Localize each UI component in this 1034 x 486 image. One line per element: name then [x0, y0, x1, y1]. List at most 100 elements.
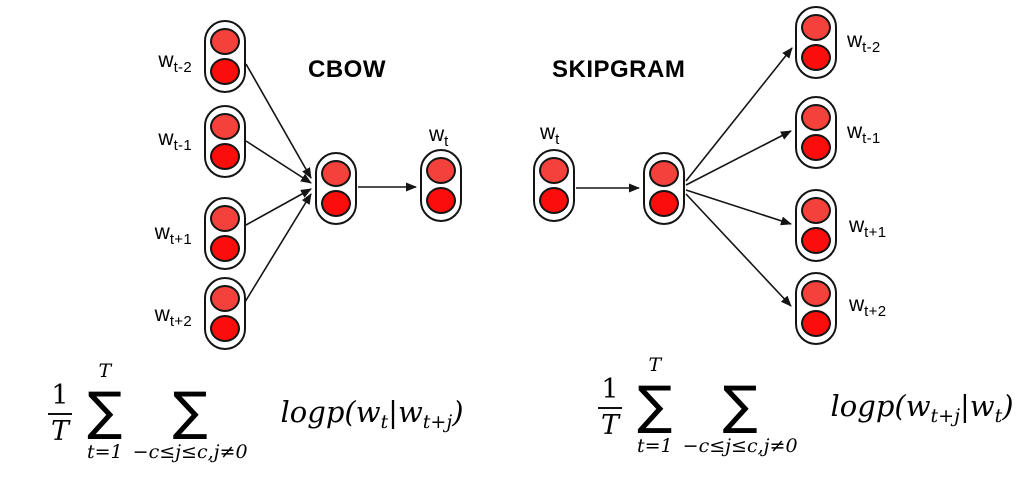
neuron-circle-top — [210, 28, 240, 55]
skipgram-output-capsule-4 — [795, 272, 837, 345]
skipgram-output-capsule-2 — [795, 96, 837, 169]
label-sub: t+2 — [169, 313, 192, 330]
arrow-line — [245, 188, 312, 226]
expr-subscript: t+j — [422, 411, 453, 433]
cbow-input-label-1: wt-2 — [132, 50, 192, 75]
sigma-symbol: ∑ — [722, 376, 758, 436]
neuron-circle-top — [210, 205, 240, 232]
neuron-circle-top — [210, 285, 240, 312]
neuron-circle-bottom — [210, 58, 240, 85]
fraction: 1 T — [48, 379, 72, 447]
arrow-line — [245, 140, 312, 184]
arrow-line — [685, 47, 793, 182]
label-sub: t — [444, 133, 449, 150]
fraction-denominator: T — [600, 410, 619, 441]
neuron-circle-bottom — [801, 44, 831, 71]
log-probability-expression: logp(wt|wt+j) — [281, 395, 464, 433]
fraction: 1 T — [598, 373, 622, 441]
inner-sum: ∑ −c≤j≤c,j≠0 — [683, 356, 798, 460]
cbow-objective-formula: 1 T T ∑ t=1 ∑ −c≤j≤c,j≠0 logp(wt|wt+j) — [48, 358, 464, 470]
arrow-line — [685, 189, 792, 226]
skipgram-output-capsule-3 — [795, 189, 837, 262]
fraction-bar — [48, 413, 72, 415]
neuron-circle-bottom — [426, 187, 456, 214]
neuron-circle-bottom — [210, 235, 240, 262]
label-sub: t+1 — [169, 231, 192, 248]
sum-lower-limit: t=1 — [637, 435, 673, 457]
skipgram-output-label-2: wt-1 — [847, 121, 881, 146]
label-sub: t — [555, 131, 560, 148]
cbow-input-capsule-2 — [204, 105, 246, 178]
expr-text: ) — [452, 395, 464, 429]
label-sub: t-1 — [173, 137, 192, 154]
sigma-symbol: ∑ — [172, 382, 208, 442]
label-sub: t+1 — [864, 224, 887, 241]
sum-lower-limit: −c≤j≤c,j≠0 — [682, 435, 798, 457]
arrow-line — [245, 63, 312, 179]
expr-text: |w — [959, 389, 995, 423]
skipgram-title: SKIPGRAM — [552, 56, 686, 83]
label-base: w — [849, 293, 865, 316]
cbow-input-label-3: wt+1 — [132, 222, 192, 247]
outer-sum: T ∑ t=1 — [87, 362, 123, 466]
label-base: w — [154, 221, 170, 244]
outer-sum: T ∑ t=1 — [637, 356, 673, 460]
neuron-circle-top — [210, 113, 240, 140]
sigma-symbol: ∑ — [87, 382, 123, 442]
fraction-denominator: T — [50, 416, 69, 447]
label-sub: t+2 — [864, 303, 887, 320]
label-base: w — [847, 120, 863, 143]
expr-text: ) — [1002, 389, 1014, 423]
cbow-input-capsule-4 — [204, 277, 246, 350]
label-sub: t-1 — [862, 130, 881, 147]
cbow-output-capsule — [420, 149, 462, 222]
skipgram-input-capsule — [533, 149, 575, 222]
neuron-circle-top — [801, 104, 831, 131]
neuron-circle-bottom — [649, 190, 679, 217]
inner-sum: ∑ −c≤j≤c,j≠0 — [133, 362, 248, 466]
skipgram-output-label-3: wt+1 — [849, 215, 886, 240]
expr-text: logp(w — [830, 389, 931, 423]
arrow-line — [685, 130, 792, 186]
cbow-title: CBOW — [308, 56, 386, 83]
neuron-circle-bottom — [539, 187, 569, 214]
neuron-circle-bottom — [801, 134, 831, 161]
skipgram-output-capsule-1 — [795, 6, 837, 79]
label-sub: t-2 — [862, 39, 881, 56]
label-base: w — [158, 127, 174, 150]
label-base: w — [154, 303, 170, 326]
sum-upper-limit: T — [648, 354, 662, 376]
cbow-hidden-capsule — [315, 152, 357, 225]
neuron-circle-bottom — [210, 143, 240, 170]
skipgram-hidden-capsule — [643, 152, 685, 225]
neuron-circle-top — [539, 157, 569, 184]
cbow-input-label-4: wt+2 — [132, 304, 192, 329]
arrow-line — [244, 193, 312, 303]
fraction-bar — [598, 407, 622, 409]
sum-upper-limit: T — [98, 360, 112, 382]
label-base: w — [847, 29, 863, 52]
cbow-input-label-2: wt-1 — [132, 128, 192, 153]
sigma-symbol: ∑ — [637, 376, 673, 436]
neuron-circle-bottom — [210, 315, 240, 342]
expr-subscript: t — [994, 405, 1003, 427]
skipgram-objective-formula: 1 T T ∑ t=1 ∑ −c≤j≤c,j≠0 logp(wt+j|wt) — [598, 352, 1014, 464]
neuron-circle-top — [321, 160, 351, 187]
expr-subscript: t+j — [930, 405, 960, 427]
log-probability-expression: logp(wt+j|wt) — [831, 389, 1014, 427]
fraction-numerator: 1 — [601, 373, 619, 405]
sum-lower-limit: −c≤j≤c,j≠0 — [132, 441, 248, 463]
label-base: w — [429, 123, 445, 146]
fraction-numerator: 1 — [51, 379, 69, 411]
neuron-circle-bottom — [321, 190, 351, 217]
neuron-circle-bottom — [801, 227, 831, 254]
label-base: w — [849, 214, 865, 237]
neuron-circle-top — [426, 157, 456, 184]
label-sub: t-2 — [173, 59, 192, 76]
neuron-circle-bottom — [801, 310, 831, 337]
cbow-output-label: wt — [429, 124, 449, 149]
neuron-circle-top — [649, 160, 679, 187]
cbow-input-capsule-3 — [204, 197, 246, 270]
